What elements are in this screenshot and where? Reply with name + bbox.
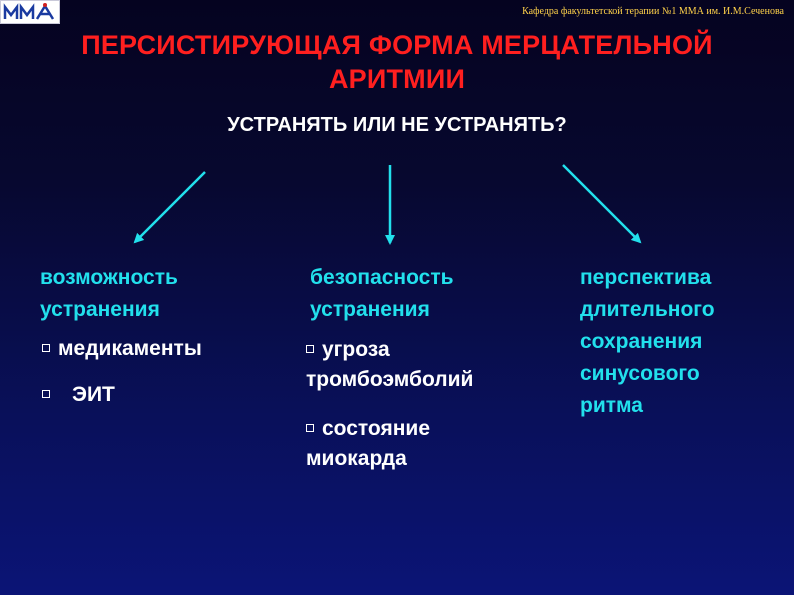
slide-title-line-2: АРИТМИИ [328,64,466,94]
column-2-item-1: угроза тромбоэмболий [306,335,473,395]
column-2-item-2-line-2: миокарда [306,447,407,470]
column-1-item-1: медикаменты [42,334,202,364]
slide-title: ПЕРСИСТИРУЮЩАЯ ФОРМА МЕРЦАТЕЛЬНОЙ АРИТМИ… [20,28,774,96]
column-1-item-2-text: ЭИТ [72,383,115,406]
column-2-heading-line-1: безопасность [310,266,454,289]
column-2-heading: безопасность устранения [310,262,454,326]
column-1-item-2: ЭИТ [42,380,115,410]
column-3-heading-line-1: перспектива [580,266,712,289]
column-2-item-1-line-2: тромбоэмболий [306,368,474,391]
column-3-heading-line-2: длительного [580,298,715,321]
slide-title-line-1: ПЕРСИСТИРУЮЩАЯ ФОРМА МЕРЦАТЕЛЬНОЙ [81,30,713,60]
square-bullet-icon [42,390,50,398]
column-1-item-1-text: медикаменты [58,337,202,360]
square-bullet-icon [306,424,314,432]
column-1-heading-line-1: возможность [40,266,178,289]
arrow-right [562,164,642,244]
arrow-left [133,171,206,244]
column-3-heading-line-5: ритма [580,394,643,417]
column-3-heading-line-4: синусового [580,362,700,385]
mma-logo-icon [0,0,60,24]
column-3-heading: перспектива длительного сохранения синус… [580,262,715,422]
column-2-item-2-line-1: состояние [322,417,430,440]
square-bullet-icon [306,345,314,353]
column-2-item-1-line-1: угроза [322,338,390,361]
column-2-heading-line-2: устранения [310,298,430,321]
department-label: Кафедра факультетской терапии №1 ММА им.… [522,6,784,17]
column-1-heading-line-2: устранения [40,298,160,321]
column-1-heading: возможность устранения [40,262,178,326]
question-heading: УСТРАНЯТЬ ИЛИ НЕ УСТРАНЯТЬ? [227,114,567,136]
square-bullet-icon [42,344,50,352]
column-3-heading-line-3: сохранения [580,330,703,353]
column-2-item-2: состояние миокарда [306,414,430,474]
